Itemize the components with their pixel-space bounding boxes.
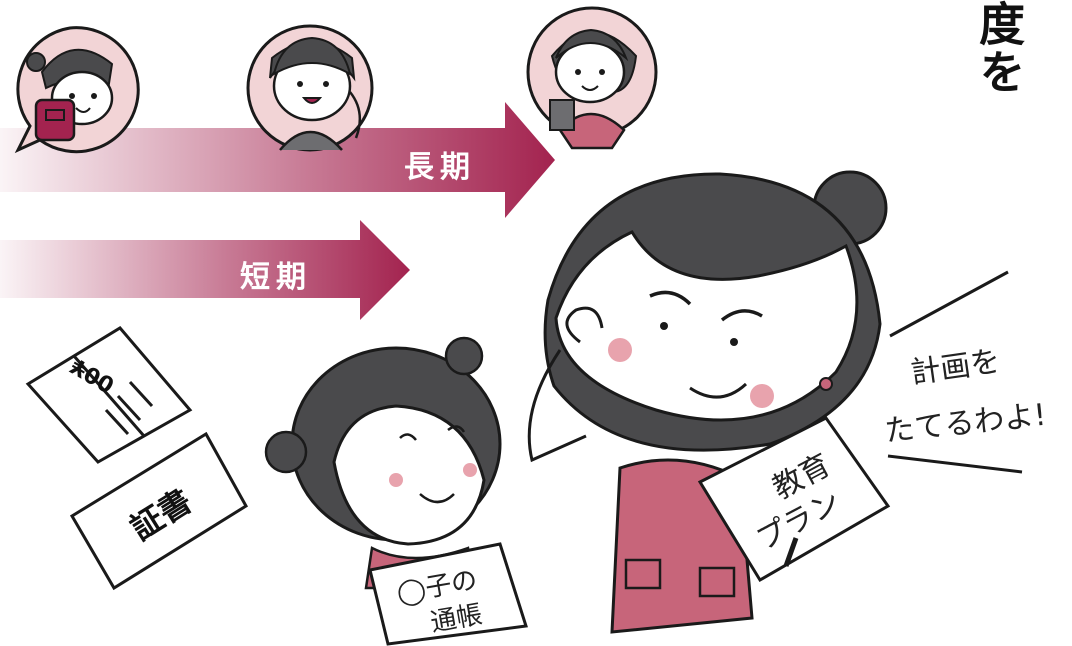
short-term-label: 短期	[240, 260, 312, 295]
student-uniform-avatar	[246, 24, 374, 152]
long-term-label: 長期	[404, 150, 476, 185]
daughter-figure	[264, 336, 528, 646]
child-randoseru-avatar	[14, 26, 140, 154]
speech-lines	[887, 270, 1023, 474]
heading-fragment: 度を	[972, 0, 1026, 96]
certificate-paper	[69, 431, 249, 591]
long-term-arrow	[0, 102, 555, 218]
short-term-arrow	[0, 220, 410, 320]
working-adult-avatar	[526, 6, 658, 150]
mother-figure	[527, 170, 891, 634]
bankbook-booklet	[25, 326, 193, 464]
